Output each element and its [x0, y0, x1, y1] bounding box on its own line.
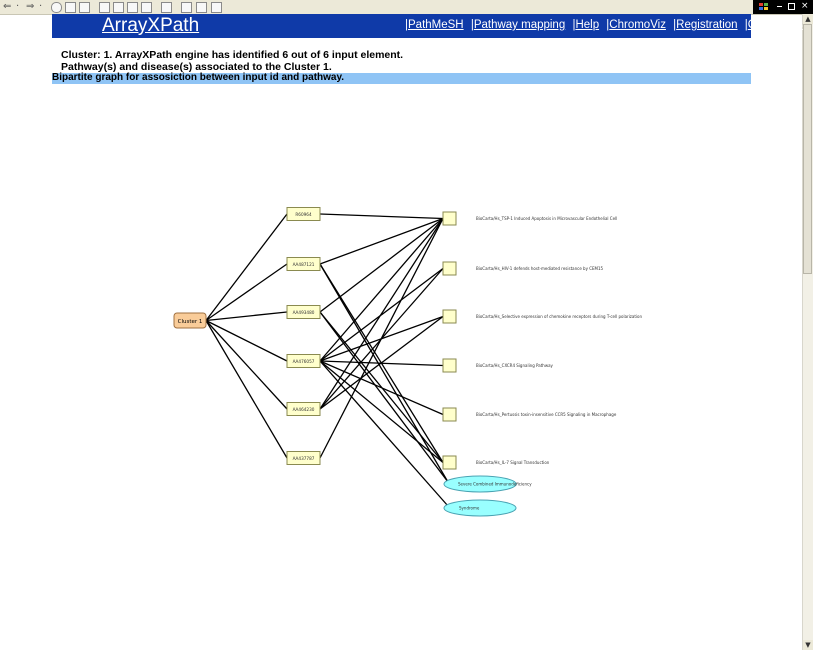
nav-separator: | — [744, 19, 748, 31]
input-node-label: AA437787 — [293, 456, 315, 461]
pathway-label: BioCarta/Hs_HIV-1 defends host-mediated … — [476, 266, 604, 271]
nav-separator: | — [606, 19, 610, 31]
input-node-label: AA476057 — [293, 359, 315, 364]
disease-node-label: Syndrome — [459, 506, 480, 511]
cluster-node[interactable] — [173, 312, 207, 329]
pathway-node[interactable] — [442, 358, 457, 373]
forward-arrow-icon[interactable]: ⇒ — [26, 1, 35, 12]
windows-logo-part — [759, 7, 763, 10]
media-icon[interactable] — [141, 2, 152, 13]
graph-edge — [205, 320, 288, 459]
graph-edge — [205, 320, 288, 410]
cluster-summary: Cluster: 1. ArrayXPath engine has identi… — [61, 49, 404, 61]
vertical-scrollbar[interactable]: ▲ ▼ — [802, 14, 813, 650]
restore-icon[interactable] — [788, 3, 795, 10]
disease-node[interactable] — [443, 475, 517, 493]
pathway-label: BioCarta/Hs_CXCR4 Signaling Pathway — [476, 363, 554, 368]
graph-edge — [319, 315, 444, 410]
pathway-node[interactable] — [442, 455, 457, 470]
home-icon[interactable] — [79, 2, 90, 13]
graph-edge — [319, 217, 444, 313]
site-header: ArrayXPath |PathMeSH |Pathway mapping |H… — [52, 14, 803, 38]
input-node[interactable] — [286, 451, 321, 465]
pathway-node[interactable] — [442, 309, 457, 324]
input-node-label: AA493480 — [293, 310, 315, 315]
input-node-label: R60964 — [295, 212, 312, 217]
close-icon[interactable]: × — [801, 1, 809, 11]
pathway-node[interactable] — [442, 261, 457, 276]
graph-edge — [205, 311, 288, 322]
pathway-label: BioCarta/Hs_Pertussis toxin-insensitive … — [476, 412, 617, 417]
discuss-icon[interactable] — [211, 2, 222, 13]
windows-logo-icon — [759, 3, 763, 6]
edit-icon[interactable] — [196, 2, 207, 13]
back-arrow-icon[interactable]: ⇐ — [3, 1, 12, 12]
nav-separator: | — [405, 19, 408, 31]
nav-registration[interactable]: Registration — [676, 19, 738, 31]
scroll-thumb[interactable] — [803, 24, 812, 274]
disease-node-label: Severe Combined Immunodeficiency — [458, 482, 532, 487]
input-node[interactable] — [286, 402, 321, 416]
nav-pathmesh[interactable]: PathMeSH — [408, 19, 464, 31]
input-node[interactable] — [286, 305, 321, 319]
top-nav: |PathMeSH |Pathway mapping |Help |Chromo… — [401, 19, 803, 31]
input-node[interactable] — [286, 257, 321, 271]
graph-edge — [205, 319, 288, 362]
window-controls: × — [753, 0, 813, 14]
search-icon[interactable] — [99, 2, 110, 13]
disease-node[interactable] — [443, 499, 517, 517]
mail-icon[interactable] — [161, 2, 172, 13]
nav-separator: | — [470, 19, 474, 31]
refresh-icon[interactable] — [65, 2, 76, 13]
windows-logo-part — [764, 3, 768, 6]
graph-edge — [319, 263, 449, 483]
nav-separator: | — [572, 19, 576, 31]
cluster-association-text: Pathway(s) and disease(s) associated to … — [61, 61, 332, 73]
favorites-icon[interactable] — [113, 2, 124, 13]
graph-edges — [205, 213, 449, 507]
scroll-up-icon[interactable]: ▲ — [803, 14, 813, 24]
pathway-label: BioCarta/Hs_IL-7 Signal Transduction — [476, 460, 550, 465]
input-node[interactable] — [286, 354, 321, 368]
pathway-node[interactable] — [442, 211, 457, 226]
browser-toolbar: ⇐ · ⇒ · × — [0, 0, 813, 15]
nav-chromoviz[interactable]: ChromoViz — [609, 19, 666, 31]
graph-edge — [319, 360, 444, 464]
nav-pathway-mapping[interactable]: Pathway mapping — [473, 19, 566, 31]
nav-contact-us[interactable]: Contact us — [747, 19, 803, 31]
history-icon[interactable] — [127, 2, 138, 13]
scroll-down-icon[interactable]: ▼ — [803, 640, 813, 650]
input-node-label: AA487121 — [293, 262, 315, 267]
windows-logo-part — [764, 7, 768, 10]
graph-edge — [319, 360, 449, 507]
graph-edge — [319, 360, 444, 416]
graph-edge — [319, 218, 444, 459]
section-bar: Bipartite graph for assosiction between … — [52, 72, 751, 84]
forward-dropdown-icon[interactable]: · — [39, 1, 43, 12]
cluster-node-label: Cluster 1 — [178, 319, 203, 325]
site-logo[interactable]: ArrayXPath — [102, 15, 200, 36]
graph-edge — [205, 263, 288, 322]
print-icon[interactable] — [181, 2, 192, 13]
nav-separator: | — [673, 19, 677, 31]
graph-edge — [205, 213, 288, 321]
minimize-icon[interactable] — [777, 6, 782, 7]
stop-icon[interactable] — [51, 2, 62, 13]
back-dropdown-icon[interactable]: · — [16, 1, 20, 12]
graph-edge — [319, 217, 444, 265]
graph-edge — [319, 218, 444, 410]
graph-edge — [319, 218, 444, 362]
input-node[interactable] — [286, 207, 321, 221]
graph-edge — [319, 311, 449, 483]
pathway-label: BioCarta/Hs_TSP-1 Induced Apoptosis in M… — [476, 216, 617, 221]
pathway-label: BioCarta/Hs_Selective expression of chem… — [476, 314, 642, 319]
section-title: Bipartite graph for assosiction between … — [52, 72, 345, 83]
input-node-label: AA464230 — [293, 407, 315, 412]
pathway-node[interactable] — [442, 407, 457, 422]
graph-edge — [319, 213, 444, 220]
nav-help[interactable]: Help — [575, 19, 600, 31]
